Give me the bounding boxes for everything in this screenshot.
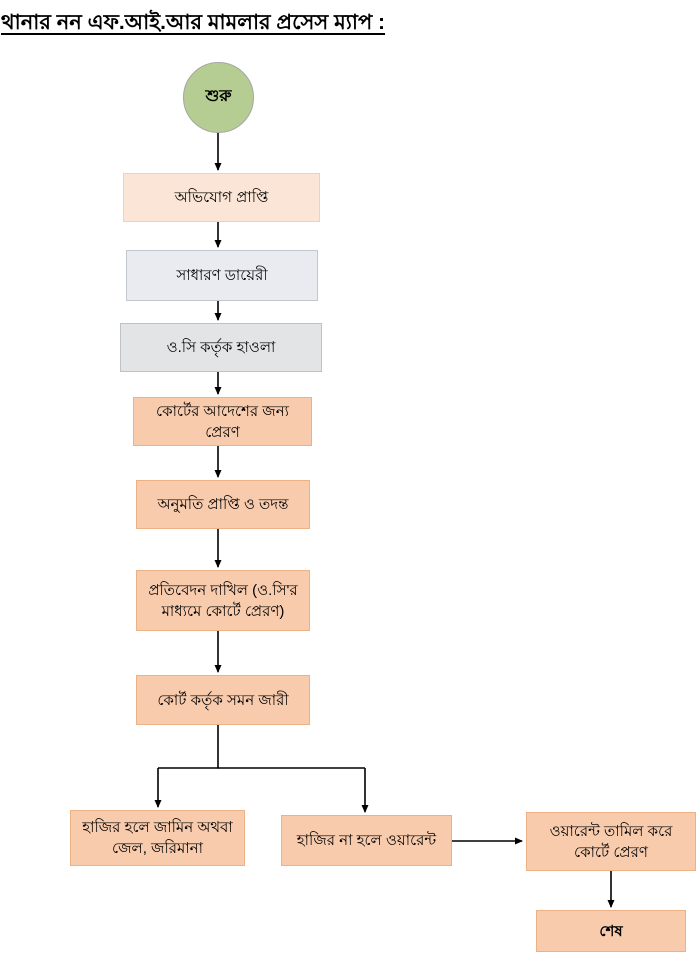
flow-node-warrant-exec: ওয়ারেন্ট তামিল করে কোর্টে প্রেরণ [526, 812, 696, 871]
flow-node-general-diary-label: সাধারণ ডায়েরী [176, 267, 268, 284]
flow-node-absent: হাজির না হলে ওয়ারেন্ট [281, 815, 452, 866]
flow-node-summon-label: কোর্ট কর্তৃক সমন জারী [157, 691, 289, 709]
flow-node-oc-hawla-label: ও.সি কর্তৃক হাওলা [166, 339, 276, 356]
flow-node-oc-hawla: ও.সি কর্তৃক হাওলা [120, 323, 322, 372]
flow-node-warrant-exec-label: ওয়ারেন্ট তামিল করে কোর্টে প্রেরণ [549, 822, 673, 861]
flow-node-start-label: শুরু [205, 88, 232, 106]
branch-stem-left [158, 725, 219, 769]
flow-node-end: শেষ [536, 910, 686, 952]
flow-node-present: হাজির হলে জামিন অথবা জেল, জরিমানা [70, 810, 245, 866]
page-title: থানার নন এফ.আই.আর মামলার প্রসেস ম্যাপ : [1, 11, 386, 34]
flow-node-court-order-label: কোর্টের আদেশের জন্য প্রেরণ [156, 402, 289, 441]
flow-node-report: প্রতিবেদন দাখিল (ও.সি'র মাধ্যমে কোর্টে প… [136, 570, 310, 631]
flow-node-end-label: শেষ [599, 922, 623, 940]
flow-node-permission-label: অনুমতি প্রাপ্তি ও তদন্ত [157, 496, 289, 513]
flow-node-report-label: প্রতিবেদন দাখিল (ও.সি'র মাধ্যমে কোর্টে প… [148, 581, 298, 620]
flow-node-present-label: হাজির হলে জামিন অথবা জেল, জরিমানা [82, 819, 233, 857]
flow-node-complaint: অভিযোগ প্রাপ্তি [123, 173, 320, 222]
flow-node-permission: অনুমতি প্রাপ্তি ও তদন্ত [136, 480, 310, 529]
flow-node-general-diary: সাধারণ ডায়েরী [126, 250, 318, 301]
flow-node-summon: কোর্ট কর্তৃক সমন জারী [136, 675, 310, 725]
flow-node-start: শুরু [183, 62, 254, 133]
flow-node-absent-label: হাজির না হলে ওয়ারেন্ট [296, 832, 437, 849]
flow-node-complaint-label: অভিযোগ প্রাপ্তি [174, 189, 269, 206]
flow-node-court-order: কোর্টের আদেশের জন্য প্রেরণ [133, 397, 312, 446]
